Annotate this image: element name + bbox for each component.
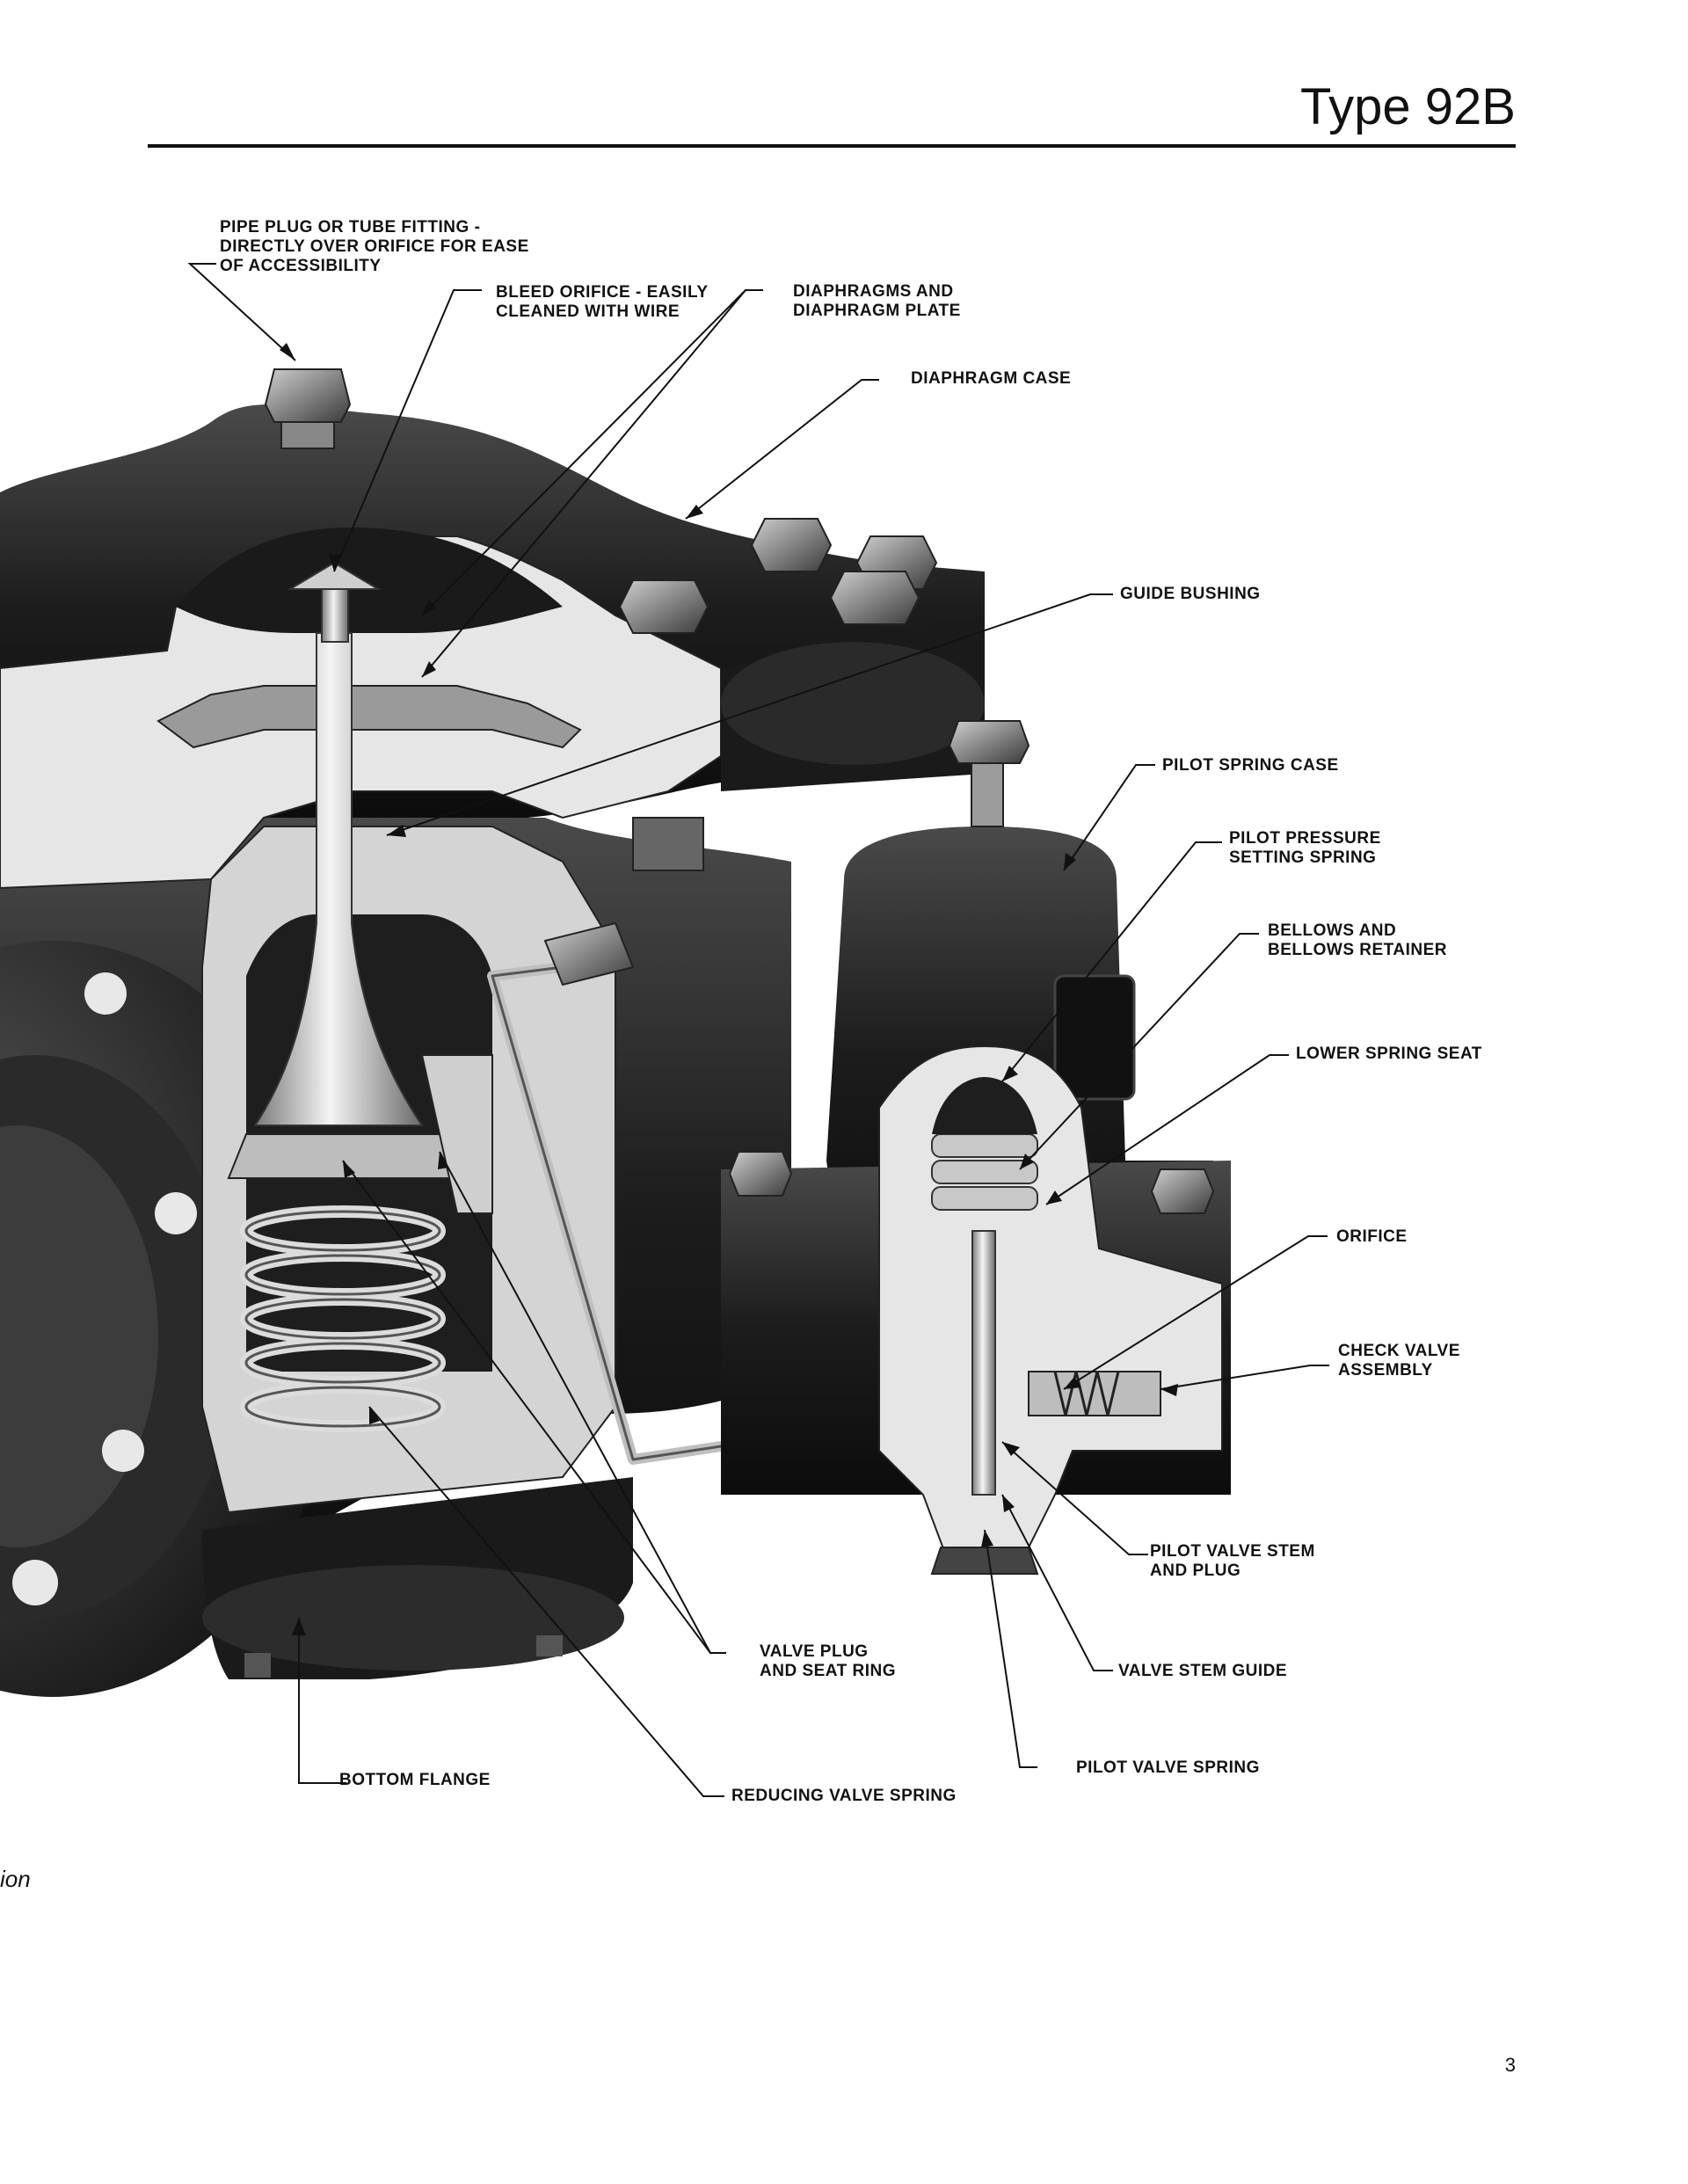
page-number: 3: [1504, 2054, 1516, 2076]
label-pipe-plug: PIPE PLUG OR TUBE FITTING -DIRECTLY OVER…: [220, 218, 529, 275]
label-diaphragm-case: DIAPHRAGM CASE: [911, 369, 1072, 388]
pilot-bellows: [931, 1133, 1038, 1211]
pilot-assembly: [721, 720, 1231, 1575]
label-bottom-flange: BOTTOM FLANGE: [339, 1771, 491, 1789]
leader-arrowheads: [280, 343, 1178, 1635]
label-lower-spring-seat: LOWER SPRING SEAT: [1296, 1045, 1482, 1063]
leader-lines: [187, 263, 1329, 1797]
label-pilot-spring-case: PILOT SPRING CASE: [1162, 756, 1339, 775]
page-title: Type 92B: [1299, 78, 1516, 135]
label-orifice: ORIFICE: [1336, 1227, 1408, 1246]
label-pilot-valve-spring: PILOT VALVE SPRING: [1076, 1758, 1260, 1777]
figure-caption-fragment: ion: [0, 1866, 31, 1892]
label-guide-bushing: GUIDE BUSHING: [1120, 585, 1261, 603]
header-rule: [148, 144, 1516, 148]
case-bolts: [618, 518, 938, 634]
label-reducing-valve-spring: REDUCING VALVE SPRING: [731, 1787, 957, 1805]
label-valve-stem-guide: VALVE STEM GUIDE: [1118, 1662, 1288, 1680]
